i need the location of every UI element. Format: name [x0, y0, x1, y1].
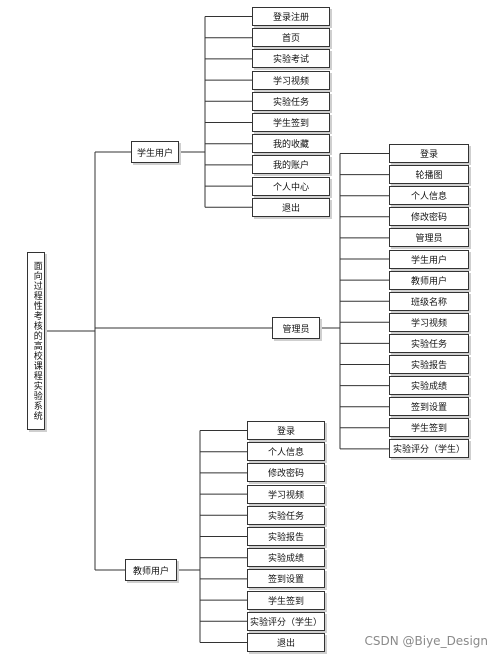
student-item-1: 登录注册 — [252, 7, 330, 26]
admin-item-6: 学生用户 — [389, 249, 469, 269]
admin-item-13: 签到设置 — [389, 397, 469, 417]
admin-item-4: 修改密码 — [389, 207, 469, 227]
student-item-5: 实验任务 — [252, 91, 330, 111]
admin-item-1: 登录 — [389, 144, 469, 163]
student-item-7: 我的收藏 — [252, 134, 330, 154]
admin-item-15: 实验评分（学生） — [389, 439, 469, 459]
admin-item-10: 实验任务 — [389, 333, 469, 353]
watermark: CSDN @Biye_Design — [364, 634, 488, 648]
teacher-item-6: 实验报告 — [247, 527, 325, 546]
admin-item-14: 学生签到 — [389, 418, 469, 438]
admin-item-9: 学习视频 — [389, 312, 469, 332]
group-student-user: 学生用户 — [131, 141, 179, 163]
admin-item-8: 班级名称 — [389, 291, 469, 311]
student-item-2: 首页 — [252, 28, 330, 48]
teacher-item-10: 实验评分（学生） — [247, 611, 325, 631]
admin-item-7: 教师用户 — [389, 270, 469, 290]
teacher-item-7: 实验成绩 — [247, 548, 325, 568]
student-item-3: 实验考试 — [252, 49, 330, 69]
admin-item-5: 管理员 — [389, 228, 469, 248]
student-item-4: 学习视频 — [252, 70, 330, 90]
student-item-6: 学生签到 — [252, 113, 330, 132]
group-admin: 管理员 — [272, 317, 320, 339]
teacher-item-1: 登录 — [247, 421, 325, 440]
teacher-item-4: 学习视频 — [247, 484, 325, 504]
root-node: 面向过程性考核的高校课程实验系统 — [27, 252, 45, 430]
teacher-item-2: 个人信息 — [247, 442, 325, 462]
teacher-item-5: 实验任务 — [247, 505, 325, 525]
student-item-9: 个人中心 — [252, 176, 330, 196]
admin-item-12: 实验成绩 — [389, 376, 469, 396]
teacher-item-8: 签到设置 — [247, 569, 325, 589]
admin-item-3: 个人信息 — [389, 186, 469, 206]
admin-item-2: 轮播图 — [389, 165, 469, 185]
teacher-item-9: 学生签到 — [247, 590, 325, 610]
student-item-10: 退出 — [252, 197, 330, 217]
teacher-item-11: 退出 — [247, 633, 325, 652]
student-item-8: 我的账户 — [252, 155, 330, 175]
admin-item-11: 实验报告 — [389, 355, 469, 374]
group-teacher-user: 教师用户 — [125, 559, 177, 581]
teacher-item-3: 修改密码 — [247, 463, 325, 483]
